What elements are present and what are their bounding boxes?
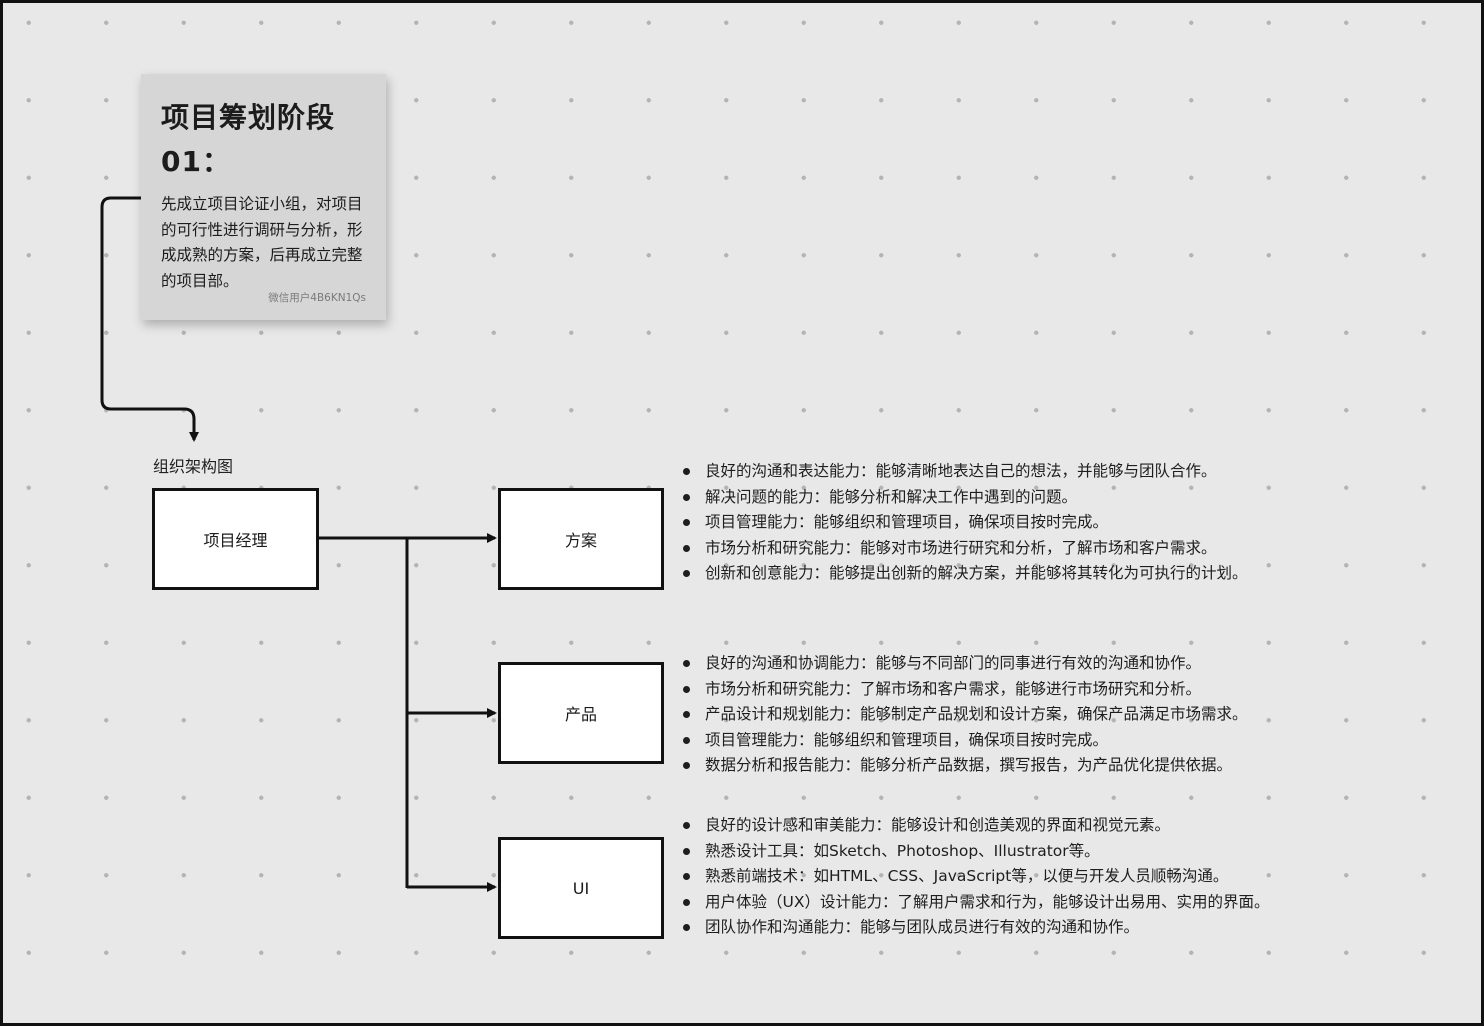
bullet-item: 良好的沟通和协调能力：能够与不同部门的同事进行有效的沟通和协作。 [683,651,1323,677]
bullet-item: 创新和创意能力：能够提出创新的解决方案，并能够将其转化为可执行的计划。 [683,561,1323,587]
bullet-item: 熟悉设计工具：如Sketch、Photoshop、Illustrator等。 [683,839,1283,865]
bullet-item: 产品设计和规划能力：能够制定产品规划和设计方案，确保产品满足市场需求。 [683,702,1323,728]
sticky-note[interactable]: 项目筹划阶段01： 先成立项目论证小组，对项目的可行性进行调研与分析，形成成熟的… [141,74,386,320]
org-node-label: 产品 [564,705,597,724]
bullet-list-fangan[interactable]: 良好的沟通和表达能力：能够清晰地表达自己的想法，并能够与团队合作。 解决问题的能… [683,459,1323,587]
sticky-note-body: 先成立项目论证小组，对项目的可行性进行调研与分析，形成成熟的方案，后再成立完整的… [161,195,363,290]
bullet-item: 市场分析和研究能力：了解市场和客户需求，能够进行市场研究和分析。 [683,677,1323,703]
org-node-project-manager[interactable]: 项目经理 [152,488,319,590]
bullet-item: 数据分析和报告能力：能够分析产品数据，撰写报告，为产品优化提供依据。 [683,753,1323,779]
org-node-ui[interactable]: UI [498,837,664,939]
bullet-item: 项目管理能力：能够组织和管理项目，确保项目按时完成。 [683,510,1323,536]
org-chart-label[interactable]: 组织架构图 [153,457,234,476]
connector-lines [100,196,497,892]
sticky-note-title: 项目筹划阶段01： [161,101,336,178]
bullet-list-chanpin[interactable]: 良好的沟通和协调能力：能够与不同部门的同事进行有效的沟通和协作。 市场分析和研究… [683,651,1323,779]
bullet-item: 团队协作和沟通能力：能够与团队成员进行有效的沟通和协作。 [683,915,1283,941]
bullet-item: 解决问题的能力：能够分析和解决工作中遇到的问题。 [683,485,1323,511]
org-node-chanpin[interactable]: 产品 [498,662,664,764]
bullet-list-ui[interactable]: 良好的设计感和审美能力：能够设计和创造美观的界面和视觉元素。 熟悉设计工具：如S… [683,813,1283,941]
bullet-item: 良好的沟通和表达能力：能够清晰地表达自己的想法，并能够与团队合作。 [683,459,1323,485]
bullet-item: 用户体验（UX）设计能力：了解用户需求和行为，能够设计出易用、实用的界面。 [683,890,1283,916]
bullet-item: 市场分析和研究能力：能够对市场进行研究和分析，了解市场和客户需求。 [683,536,1323,562]
org-node-label: UI [572,878,590,898]
bullet-item: 熟悉前端技术：如HTML、CSS、JavaScript等，以便与开发人员顺畅沟通… [683,864,1283,890]
org-node-label: 方案 [564,531,597,550]
bullet-item: 项目管理能力：能够组织和管理项目，确保项目按时完成。 [683,728,1323,754]
sticky-to-chart-connector[interactable] [100,196,199,442]
org-node-label: 项目经理 [203,531,268,550]
org-node-fangan[interactable]: 方案 [498,488,664,590]
bullet-item: 良好的设计感和审美能力：能够设计和创造美观的界面和视觉元素。 [683,813,1283,839]
sticky-note-author: 微信用户4B6KN1Qs [268,292,366,304]
